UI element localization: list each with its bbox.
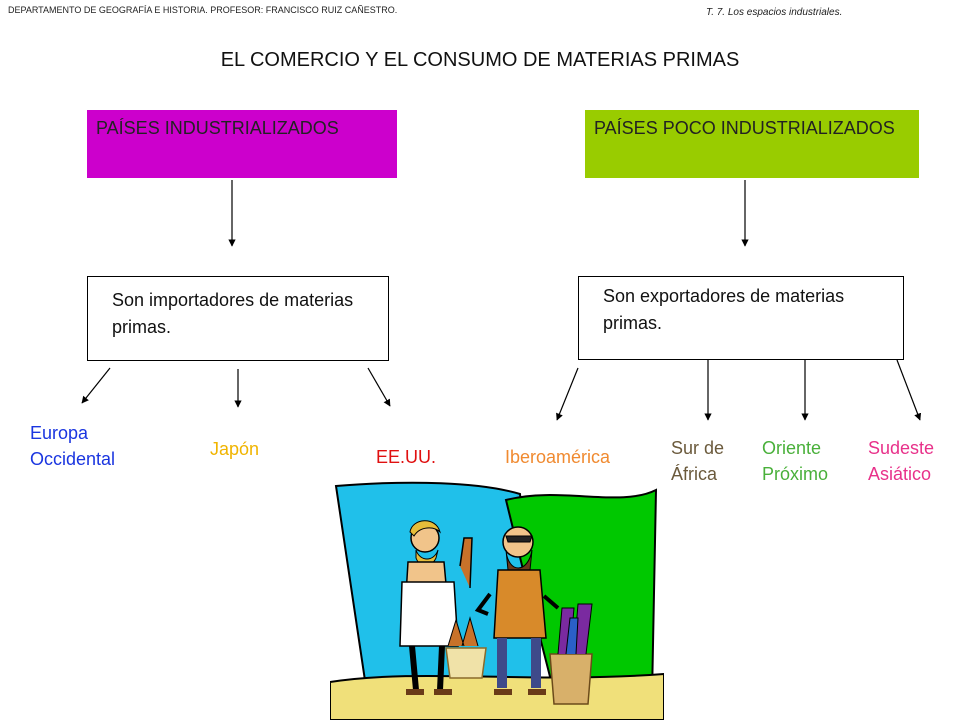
region-europa-occidental: Europa Occidental <box>30 423 116 469</box>
region-oriente-proximo: Oriente Próximo <box>762 438 829 484</box>
header-department: DEPARTAMENTO DE GEOGRAFÍA E HISTORIA. PR… <box>8 5 398 15</box>
trade-illustration <box>330 481 664 720</box>
industrialized-countries-box: PAÍSES INDUSTRIALIZADOS <box>87 110 397 178</box>
basket-right <box>549 603 593 705</box>
arrow-to-europa <box>81 367 111 404</box>
region-sur-de-africa: Sur de África <box>671 438 725 484</box>
importers-description-box: Son importadores de materias primas. <box>87 276 389 361</box>
exporters-description-box: Son exportadores de materias primas. <box>578 276 904 360</box>
basket-left <box>445 616 487 679</box>
arrow-to-iberoamerica <box>556 367 579 421</box>
arrow-to-eeuu <box>367 367 391 407</box>
page-title: EL COMERCIO Y EL CONSUMO DE MATERIAS PRI… <box>220 49 740 71</box>
region-iberoamerica: Iberoamérica <box>505 447 611 467</box>
header-topic: T. 7. Los espacios industriales. <box>706 7 843 18</box>
region-eeuu: EE.UU. <box>376 447 437 467</box>
merchant-left-figure <box>399 520 473 695</box>
arrow-to-sudeste <box>896 359 922 421</box>
less-industrialized-countries-box: PAÍSES POCO INDUSTRIALIZADOS <box>585 110 919 178</box>
region-sudeste-asiatico: Sudeste Asiático <box>868 438 935 484</box>
region-japon: Japón <box>210 439 260 459</box>
merchant-right-figure <box>474 526 560 695</box>
